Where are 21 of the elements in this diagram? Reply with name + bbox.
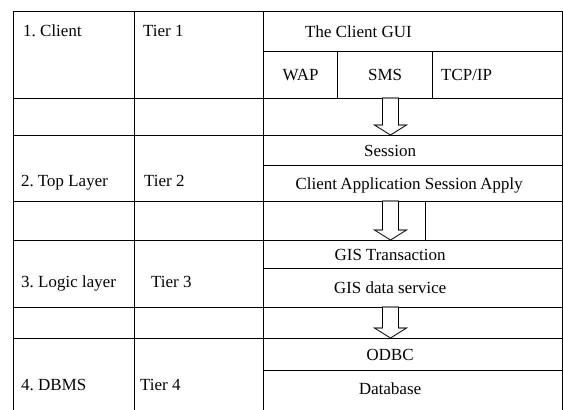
cell-text: Client Application Session Apply	[295, 174, 523, 194]
tier-label: Tier 4	[140, 375, 180, 395]
cell-text: TCP/IP	[441, 65, 492, 85]
tier-label: Tier 3	[151, 272, 192, 292]
block-arrow	[372, 98, 408, 136]
cell-text: SMS	[368, 65, 402, 85]
layer-label: 2. Top Layer	[21, 171, 108, 191]
block-arrow	[372, 306, 408, 339]
cell-text: Database	[358, 378, 422, 398]
cell-text: WAP	[282, 65, 318, 85]
tier-label: Tier 1	[143, 21, 184, 41]
cell-text: ODBC	[366, 344, 414, 364]
cell-text: GIS data service	[334, 278, 446, 298]
layer-label: 3. Logic layer	[21, 272, 116, 292]
tier-label: Tier 2	[144, 171, 184, 191]
block-arrow	[372, 200, 408, 241]
layer-label: 4. DBMS	[21, 375, 86, 395]
cell-text: GIS Transaction	[334, 244, 446, 264]
layer-label: 1. Client	[23, 21, 82, 41]
cell-text: Session	[364, 140, 416, 160]
cell-text: The Client GUI	[305, 22, 412, 42]
